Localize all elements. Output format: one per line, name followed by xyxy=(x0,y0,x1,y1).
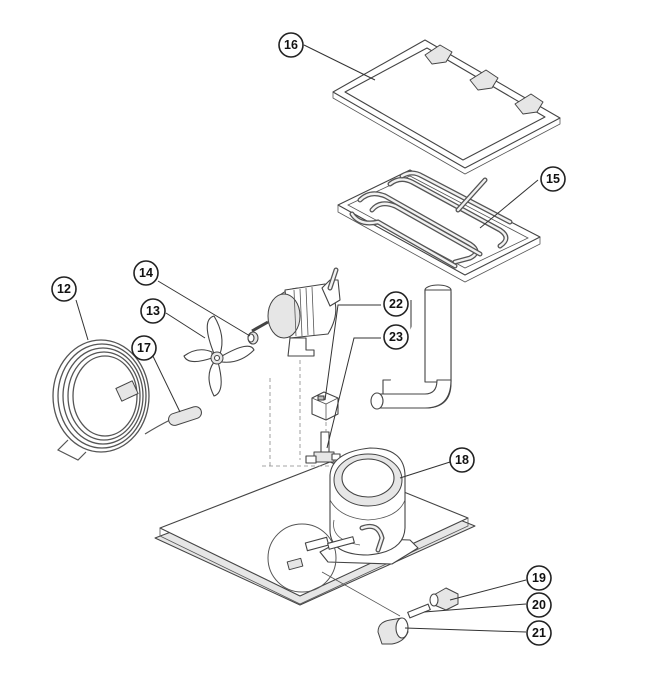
part-14-nut xyxy=(247,331,259,345)
callout-19: 19 xyxy=(526,565,552,591)
callout-label-18: 18 xyxy=(455,453,469,467)
fan-motor xyxy=(251,267,341,357)
part-13-fan-blade xyxy=(183,315,255,397)
callout-label-20: 20 xyxy=(532,598,546,612)
part-15-evaporator xyxy=(337,169,541,283)
part-19-fitting xyxy=(429,587,459,611)
callout-label-13: 13 xyxy=(146,304,160,318)
callout-label-22: 22 xyxy=(389,297,403,311)
part-18-compressor xyxy=(319,447,419,565)
callout-15: 15 xyxy=(540,166,566,192)
part-21-cap xyxy=(377,617,409,645)
part-17-probe xyxy=(144,406,202,435)
callout-16: 16 xyxy=(278,32,304,58)
callout-14: 14 xyxy=(133,260,159,286)
callout-13: 13 xyxy=(140,298,166,324)
part-20-pin xyxy=(407,603,431,619)
callout-22: 22 xyxy=(383,291,409,317)
callout-18: 18 xyxy=(449,447,475,473)
part-23-valve xyxy=(305,431,341,464)
base-plate xyxy=(154,461,476,606)
callout-label-19: 19 xyxy=(532,571,546,585)
callout-17: 17 xyxy=(131,335,157,361)
drain-pipe xyxy=(370,284,452,410)
callout-23: 23 xyxy=(383,324,409,350)
callout-label-21: 21 xyxy=(532,626,546,640)
part-12-capillary-coil xyxy=(52,339,150,461)
callout-label-16: 16 xyxy=(284,38,298,52)
callout-label-15: 15 xyxy=(546,172,560,186)
callout-label-12: 12 xyxy=(57,282,71,296)
callout-12: 12 xyxy=(51,276,77,302)
part-16-tray xyxy=(332,39,561,175)
callout-label-14: 14 xyxy=(139,266,153,280)
callout-21: 21 xyxy=(526,620,552,646)
part-22-connector xyxy=(311,391,339,421)
callout-label-23: 23 xyxy=(389,330,403,344)
detail-magnifier xyxy=(267,523,401,617)
leader-lines xyxy=(75,44,539,633)
callout-20: 20 xyxy=(526,592,552,618)
callout-label-17: 17 xyxy=(137,341,151,355)
